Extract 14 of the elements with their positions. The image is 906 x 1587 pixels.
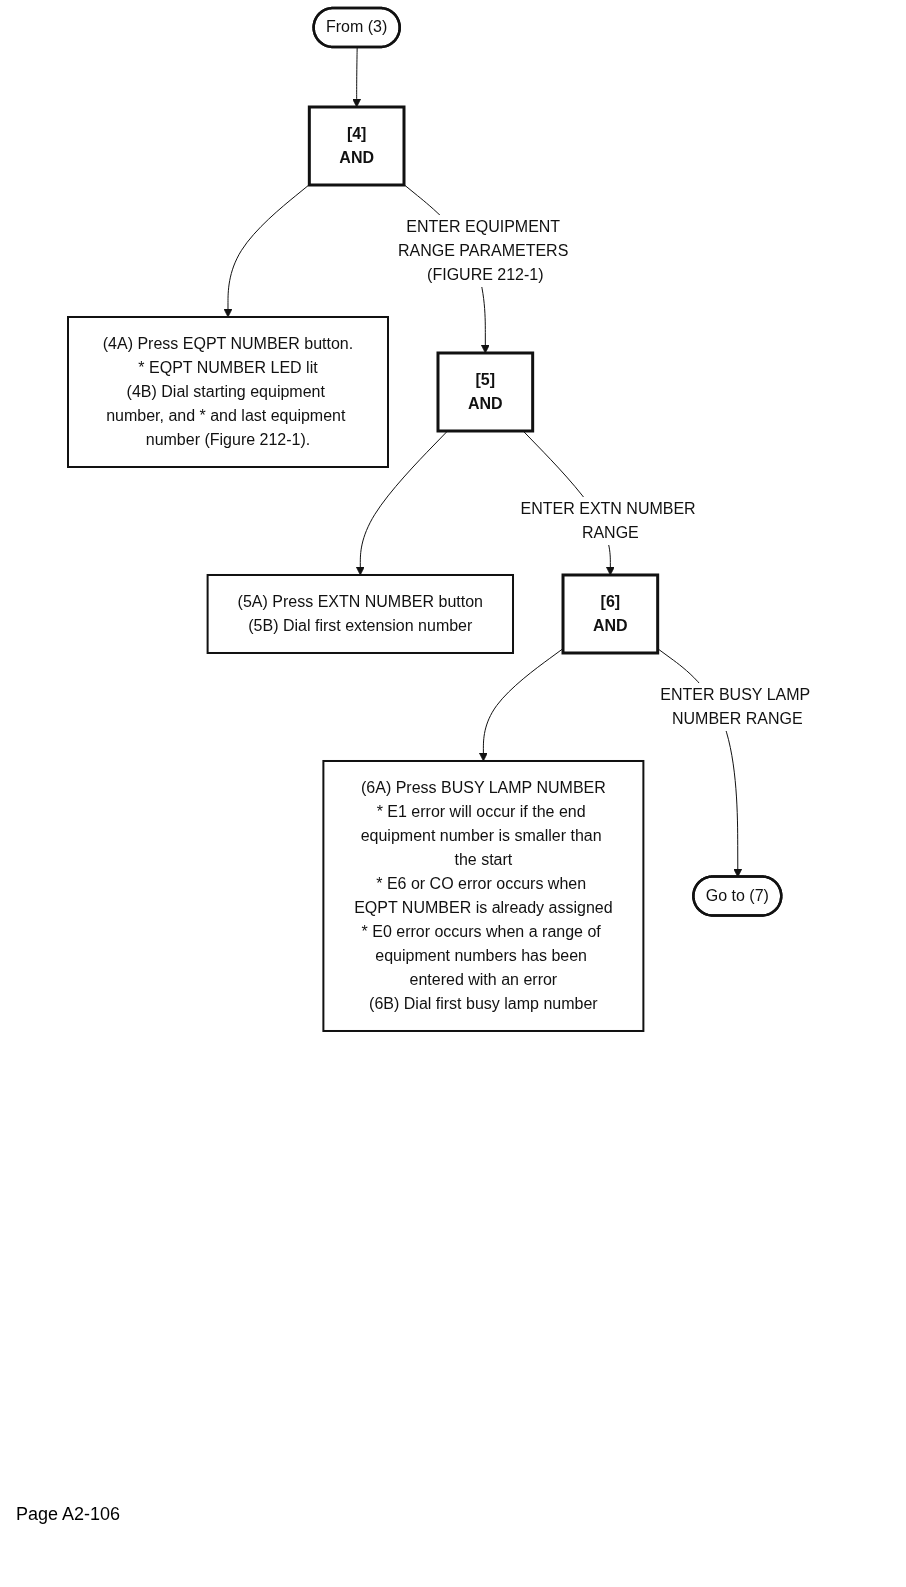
node-box: (6A) Press BUSY LAMP NUMBER * E1 error will occur if the end equipment number is smaller than the start * E6 or CO error occurs when EQPT NUMBER is already assigned * E0 error occurs when a range of equipment numbers has been entered with an error (6B) Dial first busy lamp number (322, 760, 645, 1032)
arrow (352, 47, 362, 108)
arrow (479, 648, 564, 762)
edge-label: ENTER EQUIPMENT RANGE PARAMETERS (FIGURE 212-1) (398, 218, 569, 283)
node-box: (5A) Press EXTN NUMBER button (5B) Dial first extension number (206, 574, 515, 654)
node-box: [6] AND (561, 573, 660, 655)
arrow (356, 430, 449, 576)
node-box: [5] AND (436, 351, 535, 433)
node-box: [4] AND (308, 105, 406, 187)
page-number: Page A2-106 (16, 1504, 122, 1525)
edge-label: ENTER EXTN NUMBER RANGE (520, 499, 697, 541)
node-box: (4A) Press EQPT NUMBER button. * EQPT NUMBER LED lit (4B) Dial starting equipment number, and * and last equipment number (Figure 212-1). (67, 316, 390, 468)
arrow (223, 184, 311, 318)
edge-label: ENTER BUSY LAMP NUMBER RANGE (660, 685, 811, 727)
